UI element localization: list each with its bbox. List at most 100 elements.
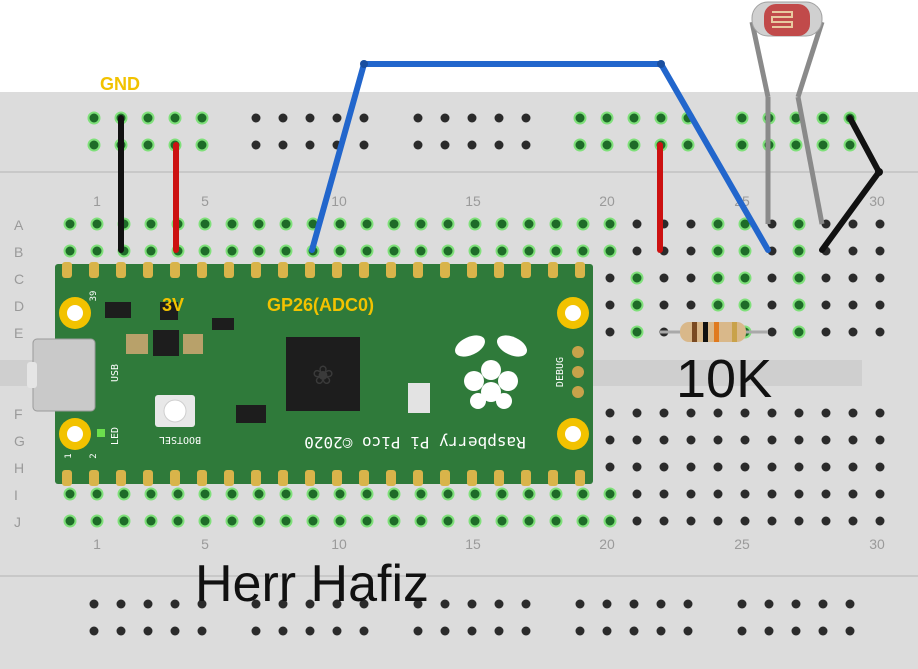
breadboard-hole	[630, 298, 644, 312]
breadboard-hole	[794, 435, 804, 445]
pico-pin	[143, 262, 153, 278]
row-letter: C	[14, 271, 24, 287]
breadboard-hole	[360, 244, 374, 258]
breadboard-hole	[522, 514, 536, 528]
usb-label: USB	[110, 364, 121, 382]
breadboard-hole	[686, 300, 696, 310]
breadboard-hole	[630, 325, 644, 339]
pico-pin-headers	[62, 262, 585, 486]
breadboard-hole	[467, 626, 477, 636]
inductor	[153, 330, 179, 356]
breadboard-hole	[494, 626, 504, 636]
author-label: Herr Hafiz	[195, 555, 429, 613]
breadboard-hole	[740, 408, 750, 418]
debug-pad	[572, 386, 584, 398]
breadboard-hole	[87, 111, 101, 125]
breadboard-hole	[632, 408, 642, 418]
breadboard-hole	[848, 462, 858, 472]
raspberry-logo-icon	[455, 335, 527, 409]
resistor-band	[732, 322, 737, 342]
breadboard-hole	[144, 487, 158, 501]
pico-pin	[251, 470, 261, 486]
breadboard-hole	[654, 111, 668, 125]
breadboard-hole	[63, 217, 77, 231]
breadboard-hole	[767, 273, 777, 283]
breadboard-hole	[735, 138, 749, 152]
breadboard-hole	[171, 514, 185, 528]
breadboard-hole	[848, 408, 858, 418]
breadboard-hole	[116, 599, 126, 609]
breadboard-hole	[414, 487, 428, 501]
pico-pin	[62, 262, 72, 278]
breadboard-hole	[737, 599, 747, 609]
breadboard-hole	[306, 514, 320, 528]
col-number: 30	[869, 193, 885, 209]
breadboard-hole	[387, 217, 401, 231]
gnd-label: GND	[100, 74, 140, 94]
breadboard-hole	[659, 300, 669, 310]
breadboard-hole	[767, 489, 777, 499]
breadboard-hole	[467, 599, 477, 609]
breadboard-hole	[279, 217, 293, 231]
breadboard-hole	[738, 244, 752, 258]
breadboard-hole	[845, 626, 855, 636]
breadboard-hole	[90, 244, 104, 258]
breadboard-hole	[740, 435, 750, 445]
breadboard-hole	[848, 516, 858, 526]
pico-pin	[224, 470, 234, 486]
row-letter: D	[14, 298, 24, 314]
breadboard-hole	[197, 599, 207, 609]
breadboard-hole	[278, 113, 288, 123]
breadboard-hole	[468, 487, 482, 501]
breadboard-hole	[251, 599, 261, 609]
pico-pin	[467, 470, 477, 486]
breadboard-hole	[333, 514, 347, 528]
debug-label: DEBUG	[555, 357, 566, 387]
breadboard-hole	[170, 599, 180, 609]
breadboard-hole	[143, 626, 153, 636]
breadboard-hole	[848, 300, 858, 310]
breadboard-hole	[468, 244, 482, 258]
pico-pin	[548, 262, 558, 278]
col-number: 10	[331, 536, 347, 552]
breadboard-hole	[576, 217, 590, 231]
pico-pin	[224, 262, 234, 278]
row-letter: J	[14, 514, 21, 530]
signal-wire-gp26	[309, 61, 771, 253]
breadboard-hole	[602, 626, 612, 636]
breadboard-hole	[333, 244, 347, 258]
pico-pin	[521, 470, 531, 486]
breadboard-hole	[198, 244, 212, 258]
breadboard-hole	[605, 327, 615, 337]
breadboard-hole	[441, 217, 455, 231]
breadboard-hole	[818, 599, 828, 609]
pico-pin	[89, 470, 99, 486]
breadboard-hole	[843, 138, 857, 152]
pico-pin	[440, 470, 450, 486]
bootsel-label: BOOTSEL	[159, 434, 201, 445]
breadboard-hole	[738, 298, 752, 312]
breadboard-hole	[605, 300, 615, 310]
pico-pin	[116, 262, 126, 278]
breadboard-hole	[875, 246, 885, 256]
debug-pad	[572, 366, 584, 378]
breadboard-hole	[494, 113, 504, 123]
ldr-leg	[795, 21, 825, 98]
breadboard-hole	[686, 435, 696, 445]
breadboard-hole	[686, 489, 696, 499]
breadboard-hole	[848, 246, 858, 256]
pico-pin	[278, 262, 288, 278]
breadboard-hole	[279, 244, 293, 258]
breadboard-hole	[359, 140, 369, 150]
wire-bend	[657, 60, 665, 68]
breadboard-hole	[495, 487, 509, 501]
raspberry-logo-chip-icon: ❀	[312, 361, 334, 391]
pico-pin	[494, 262, 504, 278]
breadboard-hole	[627, 111, 641, 125]
breadboard-hole	[603, 244, 617, 258]
breadboard-hole	[794, 408, 804, 418]
breadboard-hole	[659, 408, 669, 418]
pico-pin	[413, 470, 423, 486]
